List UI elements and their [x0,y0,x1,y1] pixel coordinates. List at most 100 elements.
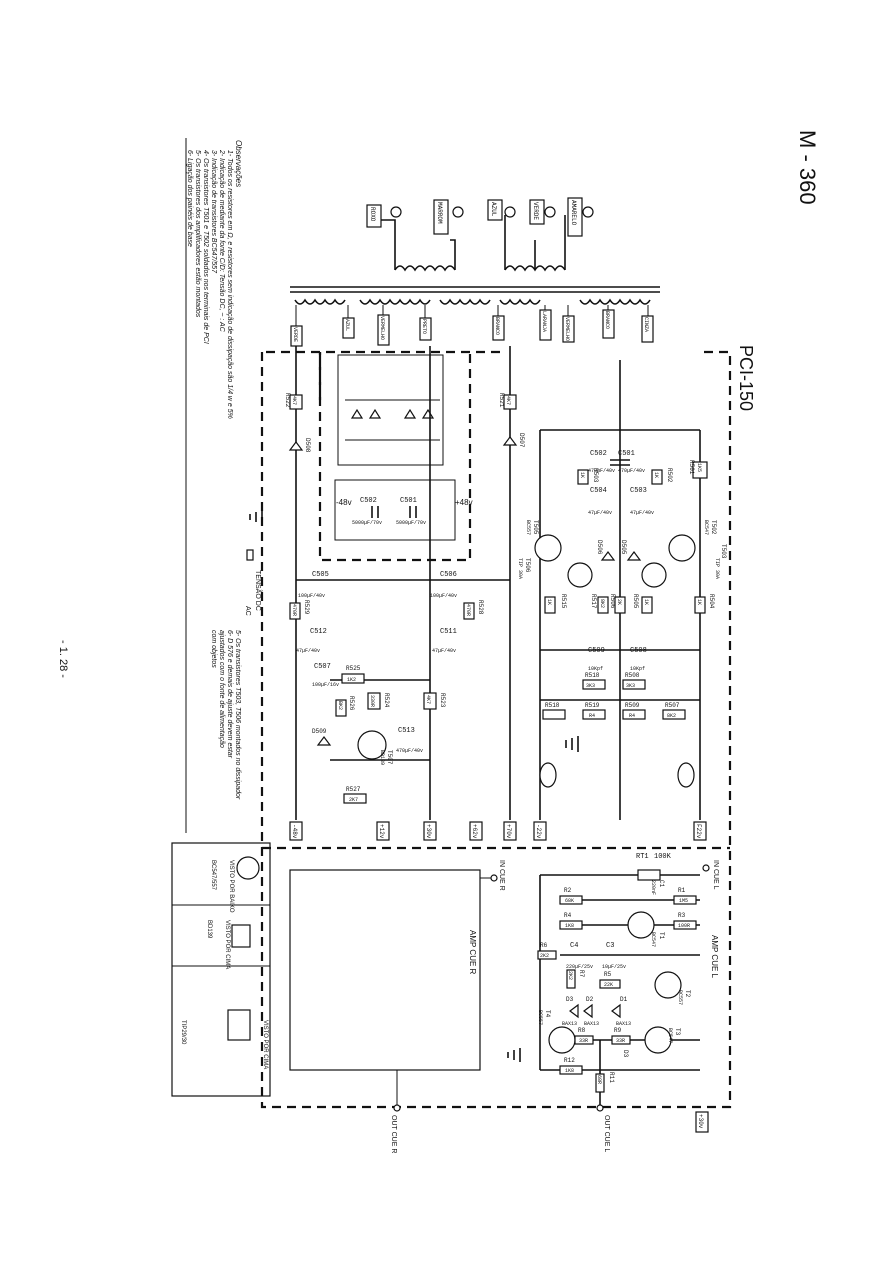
terminal-icon [390,206,402,218]
transistor-icon [668,534,696,562]
dc-legend-symbol [246,549,254,561]
cap-value: 47µF/40v [296,648,320,654]
diode-icon [421,408,435,419]
out-cue-l-label: OUT CUE L [603,1115,610,1152]
resistor-value: 1K [579,472,585,478]
cap-ref: C507 [314,663,331,671]
to126-icon [231,924,251,948]
pot-value: 100K [654,853,672,861]
cap-value: 100µF/40v [298,593,325,599]
resistor-ref: R529 [303,600,310,615]
transistor-value: BC547 [650,932,656,947]
diode-ref: D2 [586,996,594,1003]
filter-caps: C501 5000µF/70v C502 5000µF/70v +48v -48… [334,479,473,541]
rail-label: F22v [695,824,702,839]
transistor-value: BC557 [537,1010,543,1025]
note-side-line: 6- D 576 e demais de ajuste devem estar [226,630,233,759]
pinout-view: VISTO POR CIMA [224,920,230,969]
terminal-icon [452,206,464,218]
resistor-value: 1K5 [696,463,702,472]
to220-icon [227,1009,251,1041]
transistor-icon [654,971,682,999]
amp-cue-l-circuit: IN CUE L AMP CUE L OUT CUE L RT1 100K C1… [537,853,719,1152]
transistor-ref: T502 [710,520,717,535]
terminal-icon [582,206,594,218]
secondary-taps: VERDE AZUL VERMELHO PRETO BRANCO LARANJA… [290,305,654,347]
resistor-ref: R517 [590,594,597,609]
resistor-ref: R12 [564,1057,575,1064]
resistor-value: 8K2 [599,599,605,608]
cap-ref: C511 [440,628,457,636]
page-number: - 1. 28 - [57,640,69,678]
resistor-ref: R518 [585,672,600,679]
diode-icon [368,408,382,419]
out-cue-l-terminal [596,1104,604,1112]
diode-value: BAX13 [584,1021,599,1027]
to92-icon [236,856,260,880]
board-outline-notch [318,352,472,562]
cap-value: 100µF/40v [430,593,457,599]
resistor-value: 2K2 [567,971,573,980]
resistor-value: 1K8 [565,923,574,929]
amp-cue-l-label: AMP CUE L [710,935,719,979]
transformer [290,215,660,305]
cap-value: 10Kpf [630,666,645,672]
terminal-icon [504,206,516,218]
note-side-line: 5- Os transistores T503, T506 montados n… [234,630,241,800]
cap-ref: C503 [630,487,647,495]
resistor-ref: R5 [604,971,612,978]
cap-ref: C1 [658,880,665,888]
heatsink-icon [677,762,695,788]
resistor-value: 1K [546,599,552,605]
resistor-value: 3K3 [586,683,595,689]
rail-label: +62v [471,824,478,839]
cap-value: 10µF/25v [602,964,626,970]
resistor-value: 33R [616,1038,625,1044]
resistor-ref: R526 [348,696,355,711]
resistor-ref: R524 [383,693,390,708]
diode-ref: D508 [304,438,311,453]
note-line: 6- Ligação dos painéis de base [186,150,193,247]
note-line: 5- Os transistores dos amplificadores es… [194,150,201,318]
in-cue-r-label: IN CUE R [498,860,505,891]
rail-label: +30v [697,1114,704,1129]
pinout-part: BD139 [206,920,212,939]
diode-icon [583,1003,593,1019]
resistor-ref: R11 [608,1072,615,1083]
resistor-value: 4K7 [425,695,431,704]
resistor-ref: R519 [585,702,600,709]
resistor-ref: R3 [678,912,686,919]
in-cue-r-terminal [490,874,498,882]
heatsink-icon [539,762,557,788]
note-line: 2- Indicação de mediante da fonte C/D: T… [218,149,225,333]
resistor-ref: R4 [564,912,572,919]
transistor-icon [644,1026,672,1054]
cap-value: 470µF/40v [396,748,423,754]
resistor-ref: R506 [609,594,616,609]
tap-label: VERMELHO [564,317,570,341]
diode-ref: D1 [620,996,628,1003]
note-line: 4- Os transistores T501 e T502 soldados … [202,150,209,344]
rail-label: +70v [505,824,512,839]
tap-label: BRANCO [604,311,610,329]
resistor-ref: R521 [498,393,505,408]
tap-label: AZUL [344,319,350,331]
cap-value: 220µF/25v [566,964,593,970]
transistor-value: TIP 30A [517,558,523,579]
note-line: 1- Todos os resistores em Ω, e resistore… [226,150,233,419]
rectifier-bridge [337,354,444,466]
cap-ref: C512 [310,628,327,636]
zener-icon [316,736,332,746]
cap-ref: C502 [360,497,377,505]
resistor-value: 2K2 [540,953,549,959]
resistor-value: 4K7 [291,396,297,405]
in-cue-l-label: IN CUE L [712,860,719,890]
rail-label: +12v [378,824,385,839]
rail-label: -48v [336,498,352,507]
cap-value: 47µF/40v [432,648,456,654]
transistor-value: BC557 [677,990,683,1005]
cap-value: 5000µF/70v [352,520,382,526]
cap-ref: C501 [618,450,635,458]
diode-ref: D3 [566,996,574,1003]
resistor-ref: R518 [545,702,560,709]
